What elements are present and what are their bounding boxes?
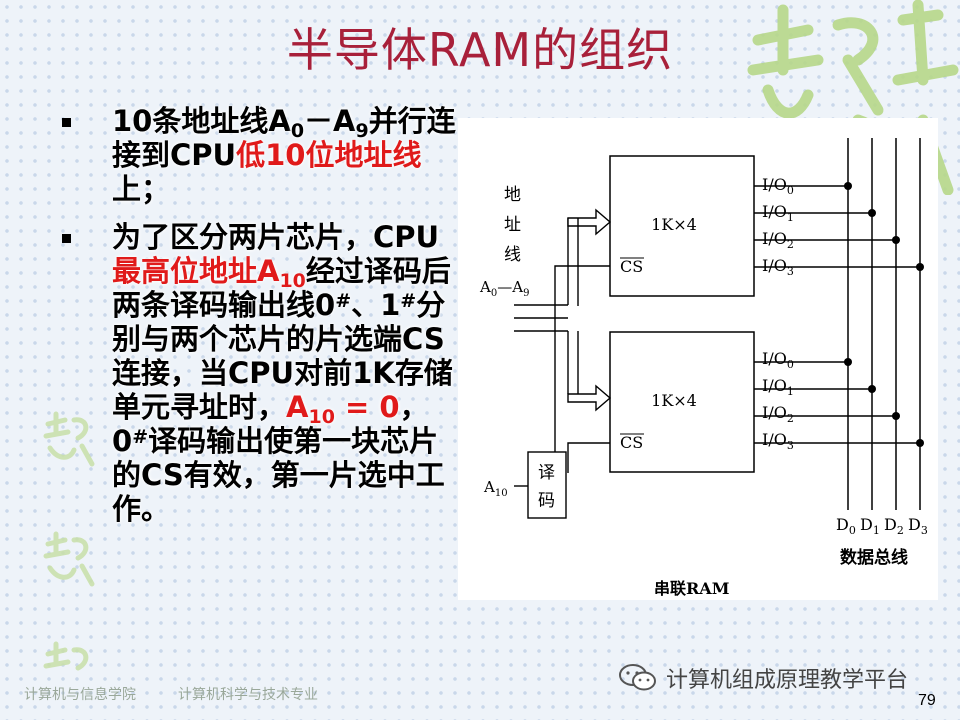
address-label: 地 址 线 xyxy=(504,185,521,265)
text-segment: －A xyxy=(304,104,356,138)
diagram-caption: 串联RAM xyxy=(654,579,729,598)
watermark-stamp xyxy=(43,531,95,587)
text-segment: # xyxy=(132,426,149,448)
page-number: 79 xyxy=(918,692,936,709)
text-segment: 0 xyxy=(290,120,305,142)
svg-text:地: 地 xyxy=(504,185,521,205)
svg-text:译: 译 xyxy=(538,463,555,483)
text-segment: 经过译码后两条译码输出线0 xyxy=(112,254,451,322)
bullet-item-2: 为了区分两片芯片，CPU最高位地址A10经过译码后两条译码输出线0#、1#分别与… xyxy=(60,220,460,526)
text-segment: A xyxy=(286,390,309,424)
square-bullet-icon xyxy=(62,234,71,243)
chip-2 xyxy=(609,331,755,473)
text-segment: 10条地址线A xyxy=(112,104,291,138)
wechat-name: 计算机组成原理教学平台 xyxy=(666,668,909,693)
address-bus-label: A0—A9 xyxy=(479,278,529,299)
text-segment: 上； xyxy=(112,172,171,206)
bullet-text: 10条地址线A0－A9并行连接到CPU低10位地址线上； xyxy=(112,104,456,206)
text-segment: 分别与两个芯片的片选端CS连接，当CPU对前1K存储单元寻址时， xyxy=(112,288,453,424)
svg-text:I/O2: I/O2 xyxy=(762,403,794,425)
text-segment: 10 xyxy=(308,406,335,428)
data-bus-caption: 数据总线 xyxy=(840,547,908,568)
svg-text:线: 线 xyxy=(504,245,521,265)
decoder-box xyxy=(527,451,567,519)
text-segment: 9 xyxy=(355,120,369,142)
watermark-stamp xyxy=(43,641,89,671)
wechat-icon xyxy=(619,664,656,691)
text-segment: = 0 xyxy=(334,390,400,424)
text-segment: 10 xyxy=(279,270,306,292)
junction-dots xyxy=(844,182,924,447)
text-segment: # xyxy=(335,290,352,312)
watermark-stamp xyxy=(43,411,95,467)
chip-1 xyxy=(609,155,755,297)
footer-college: 计算机与信息学院 xyxy=(24,686,136,702)
wechat-account: 计算机组成原理教学平台 xyxy=(618,662,908,694)
chip-2-label: 1K×4 xyxy=(651,391,697,410)
bullet-text: 为了区分两片芯片，CPU最高位地址A10经过译码后两条译码输出线0#、1#分别与… xyxy=(112,220,453,526)
text-segment: 低10位地址线 xyxy=(236,138,422,172)
text-segment: 最高位地址A xyxy=(112,254,280,288)
text-segment: 并行连接到CPU xyxy=(112,104,456,172)
chip-1-cs: CS xyxy=(620,257,643,276)
bullet-list: 10条地址线A0－A9并行连接到CPU低10位地址线上； 为了区分两片芯片，CP… xyxy=(60,104,460,526)
svg-text:I/O3: I/O3 xyxy=(762,430,794,452)
chip-1-label: 1K×4 xyxy=(651,215,697,234)
slide-title: 半导体RAM的组织 xyxy=(286,23,674,77)
svg-text:码: 码 xyxy=(538,491,555,511)
bullet-item-1: 10条地址线A0－A9并行连接到CPU低10位地址线上； xyxy=(60,104,460,206)
text-segment: 译码输出使第一块芯片的CS有效，第一片选中工作。 xyxy=(112,424,445,526)
text-segment: ，0 xyxy=(112,390,429,458)
square-bullet-icon xyxy=(62,118,71,127)
chip-2-io-labels: I/O0 I/O1 I/O2 I/O3 xyxy=(762,349,794,452)
text-segment: # xyxy=(400,290,417,312)
footer-major: 计算机科学与技术专业 xyxy=(178,686,318,702)
chip-2-cs: CS xyxy=(620,433,643,452)
svg-text:I/O1: I/O1 xyxy=(762,376,794,398)
data-bus-lines xyxy=(847,138,921,510)
text-segment: 为了区分两片芯片，CPU xyxy=(112,220,440,254)
ram-wiring-diagram: 1K×4 1K×4 CS CS I/O0 I/O1 I/O2 I/O3 I/O0… xyxy=(458,118,938,600)
svg-text:I/O0: I/O0 xyxy=(762,349,794,371)
text-segment: 、1 xyxy=(351,288,401,322)
svg-text:址: 址 xyxy=(504,215,521,235)
